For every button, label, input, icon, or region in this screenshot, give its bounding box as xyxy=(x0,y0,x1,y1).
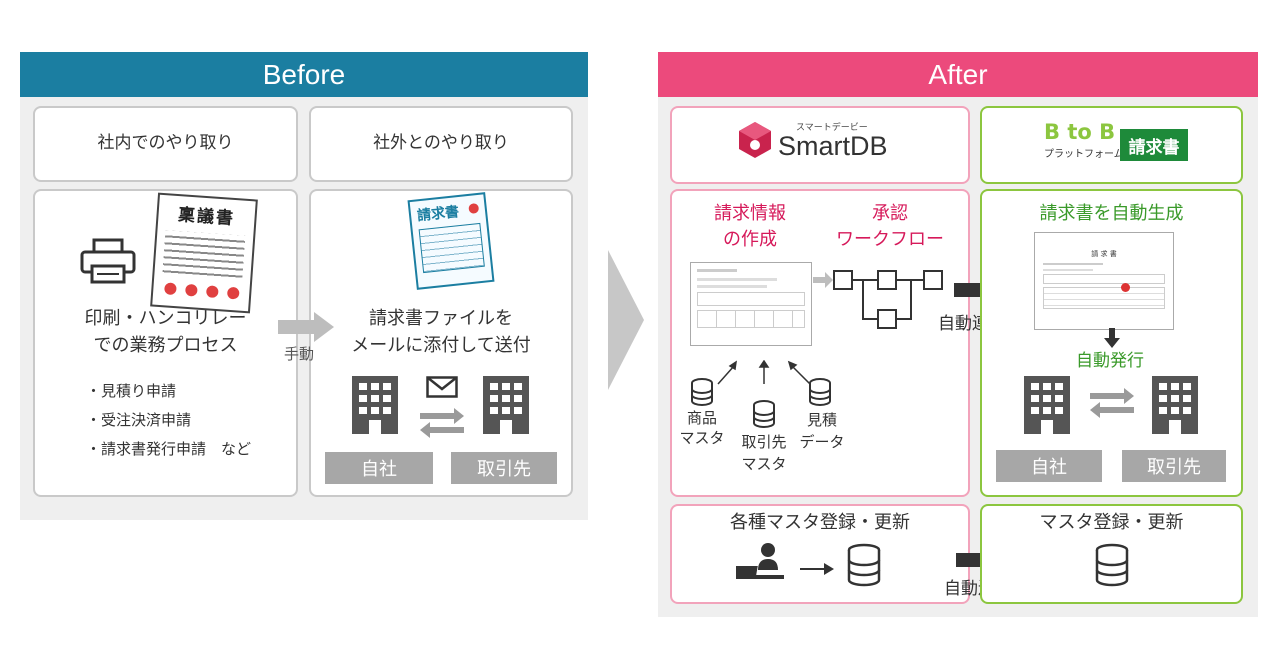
after-header: After xyxy=(658,52,1258,97)
estimate-data-line1: 見積 xyxy=(806,411,837,429)
envelope-icon xyxy=(426,376,458,398)
self-company-tag: 自社 xyxy=(325,452,433,484)
manual-arrow-icon xyxy=(278,312,334,342)
database-icon xyxy=(809,378,831,406)
database-icon xyxy=(753,400,775,428)
stamped-document-icon: 稟議書 xyxy=(150,192,258,314)
building-icon xyxy=(1024,376,1070,434)
estimate-data-line2: データ xyxy=(799,433,845,451)
approve-line2: ワークフロー xyxy=(836,229,944,250)
external-content-box xyxy=(309,189,573,497)
internal-title-box xyxy=(33,106,298,182)
smartdb-kana: スマートデービー xyxy=(796,123,868,133)
self-company-tag: 自社 xyxy=(996,450,1102,482)
btob-logo: B to B プラットフォーム xyxy=(1044,120,1124,161)
user-at-desk-icon xyxy=(736,543,784,579)
invoice-preview: 請 求 書 xyxy=(1034,232,1174,330)
create-info-line2: の作成 xyxy=(723,229,777,250)
create-info-line1: 請求情報 xyxy=(714,203,786,224)
down-arrow-icon xyxy=(1104,328,1120,348)
chevron-right-icon xyxy=(608,250,644,390)
btob-platform: プラットフォーム xyxy=(1044,149,1124,160)
client-master-line1: 取引先 xyxy=(741,433,787,451)
print-process-line1: 印刷・ハンコリレー xyxy=(84,308,247,329)
btob-invoice-badge: 請求書 xyxy=(1120,129,1188,161)
database-icon xyxy=(847,543,881,587)
bullet-item: ・見積り申請 xyxy=(86,382,177,400)
arrow-icon xyxy=(813,272,833,288)
auto-issue-label: 自動発行 xyxy=(1076,351,1144,371)
external-title: 社外とのやり取り xyxy=(373,133,509,153)
product-master-line1: 商品 xyxy=(686,409,717,427)
file-send-line2: メールに添付して送付 xyxy=(351,335,531,356)
arrow-icon xyxy=(717,360,811,385)
smartdb-cube-icon xyxy=(739,122,771,158)
btob-top: B to B xyxy=(1044,120,1116,144)
arrow-icon xyxy=(800,563,834,575)
file-send-line1: 請求書ファイルを xyxy=(369,308,513,329)
client-master-line2: マスタ xyxy=(741,455,787,473)
proposal-doc-title: 稟議書 xyxy=(177,205,236,230)
before-header: Before xyxy=(20,52,588,97)
approve-line1: 承認 xyxy=(872,203,908,224)
form-screenshot xyxy=(690,262,812,346)
btob-logo-box xyxy=(980,106,1243,184)
client-tag: 取引先 xyxy=(451,452,557,484)
database-icon xyxy=(691,378,713,406)
smartdb-name: SmartDB xyxy=(778,131,888,161)
bullet-item: ・受注決済申請 xyxy=(86,411,192,429)
master-update-left-box xyxy=(670,504,970,604)
external-title-box xyxy=(309,106,573,182)
client-tag: 取引先 xyxy=(1122,450,1226,482)
database-icon xyxy=(1095,543,1129,587)
workflow-icon xyxy=(833,270,943,329)
smartdb-logo-box xyxy=(670,106,970,184)
bullet-item: ・請求書発行申請 など xyxy=(86,440,252,458)
building-icon xyxy=(483,376,529,434)
product-master-line2: マスタ xyxy=(679,429,725,447)
auto-generate-label: 請求書を自動生成 xyxy=(1039,203,1184,224)
building-icon xyxy=(1152,376,1198,434)
print-process-line2: での業務プロセス xyxy=(93,335,238,356)
master-update-left-label: 各種マスタ登録・更新 xyxy=(730,512,910,533)
manual-label: 手動 xyxy=(284,345,315,363)
printer-icon xyxy=(80,238,136,284)
master-update-right-label: マスタ登録・更新 xyxy=(1039,512,1184,533)
building-icon xyxy=(352,376,398,434)
smartdb-logo: スマートデービー SmartDB xyxy=(738,120,888,160)
internal-title: 社内でのやり取り xyxy=(97,133,234,153)
invoice-document-icon: 請求書 xyxy=(407,192,495,290)
exchange-arrows-icon xyxy=(1090,388,1134,418)
invoice-preview-title: 請 求 書 xyxy=(1091,250,1117,258)
exchange-arrows-icon xyxy=(420,408,464,438)
